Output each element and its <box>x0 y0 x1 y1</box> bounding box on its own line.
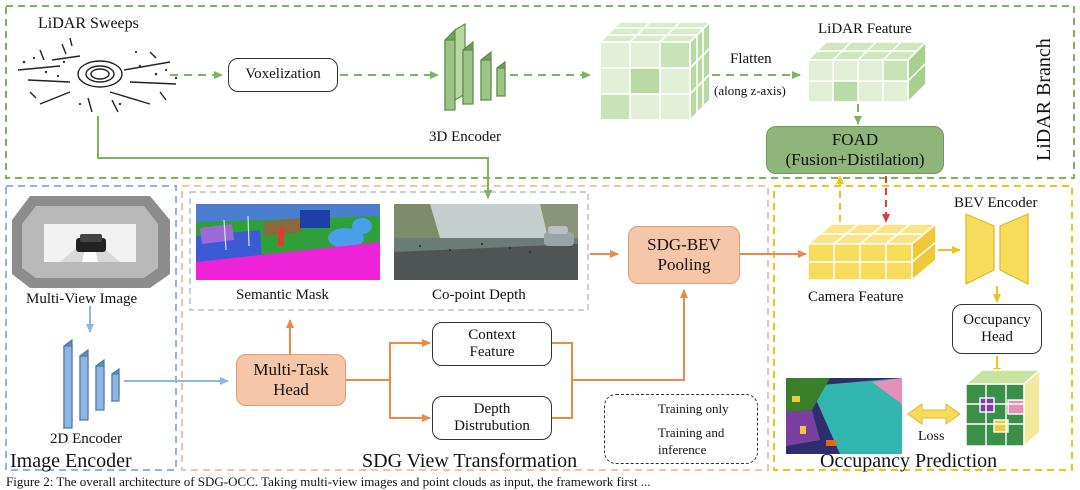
sdg-view-frame <box>181 185 769 471</box>
lidar-feature-label: LiDAR Feature <box>818 21 912 37</box>
lidar-sweeps-label: LiDAR Sweeps <box>38 15 139 32</box>
semantic-mask-image <box>196 204 380 280</box>
depth-distribution-box: Depth Distrubution <box>432 396 552 440</box>
sdg-view-title: SDG View Transformation <box>362 450 578 472</box>
bev-encoder-icon <box>965 213 1029 285</box>
sdg-bev-pooling-line1: SDG-BEV <box>647 235 721 255</box>
context-feature-line1: Context <box>468 326 516 343</box>
voxelization-box: Voxelization <box>228 58 338 92</box>
encoder-3d-icon <box>444 22 506 112</box>
lidar-branch-frame <box>5 5 1075 179</box>
loss-arrow <box>907 403 961 425</box>
loss-label: Loss <box>918 429 945 444</box>
flatten-axis-label: (along z-axis) <box>714 83 786 98</box>
copoint-depth-image <box>394 204 578 280</box>
foad-title: FOAD <box>831 130 879 150</box>
multi-task-head-box: Multi-Task Head <box>236 354 346 406</box>
context-feature-line2: Feature <box>469 344 515 360</box>
bev-encoder-label: BEV Encoder <box>954 195 1038 211</box>
image-encoder-frame <box>5 185 177 471</box>
occupancy-head-box: Occupancy Head <box>952 304 1042 354</box>
occupancy-head-line2: Head <box>981 329 1013 345</box>
voxel-cube <box>598 20 712 122</box>
ground-truth-occupancy-image <box>786 378 902 454</box>
lidar-branch-title: LiDAR Branch <box>1033 38 1055 162</box>
depth-distribution-line1: Depth <box>473 400 511 417</box>
copoint-depth-label: Co-point Depth <box>432 287 526 303</box>
legend-training-only: Training only <box>658 401 729 416</box>
lidar-feature-grid <box>806 40 928 104</box>
image-encoder-title: Image Encoder <box>10 450 132 472</box>
flatten-label: Flatten <box>730 51 772 67</box>
foad-box: FOAD (Fusion+Distilation) <box>766 126 944 174</box>
lidar-sweeps-image <box>12 34 182 120</box>
encoder-2d-icon <box>63 338 120 430</box>
encoder-2d-label: 2D Encoder <box>50 431 123 447</box>
occupancy-head-line1: Occupancy <box>963 311 1031 328</box>
predicted-occupancy-cube <box>964 368 1042 448</box>
camera-feature-grid <box>805 222 939 282</box>
occupancy-title: Occupancy Prediction <box>820 450 998 472</box>
voxelization-label: Voxelization <box>245 66 321 83</box>
legend-training-inference-line1: Training and <box>658 425 725 440</box>
figure-caption: Figure 2: The overall architecture of SD… <box>6 474 651 489</box>
legend-training-inference-line2: inference <box>658 442 707 457</box>
legend-box <box>604 394 758 464</box>
camera-feature-label: Camera Feature <box>808 289 904 305</box>
sdg-flow-arrows <box>286 250 807 422</box>
sdg-bev-pooling-line2: Pooling <box>657 255 711 274</box>
multi-view-image <box>12 196 170 288</box>
multi-task-head-line1: Multi-Task <box>253 360 329 380</box>
lidar-to-depth-arrow <box>97 116 492 199</box>
multi-view-image-label: Multi-View Image <box>26 291 138 307</box>
lidar-flow-arrows <box>170 71 862 125</box>
foad-subtitle: (Fusion+Distilation) <box>785 150 925 169</box>
encoder-3d-label: 3D Encoder <box>429 129 502 145</box>
sdg-bev-pooling-box: SDG-BEV Pooling <box>628 226 740 284</box>
semantic-depth-frame <box>189 191 589 311</box>
multi-task-head-line2: Head <box>273 380 309 399</box>
context-feature-box: Context Feature <box>432 322 552 366</box>
occupancy-frame <box>773 185 1073 471</box>
semantic-mask-label: Semantic Mask <box>236 287 329 303</box>
depth-distribution-line2: Distrubution <box>454 418 530 434</box>
